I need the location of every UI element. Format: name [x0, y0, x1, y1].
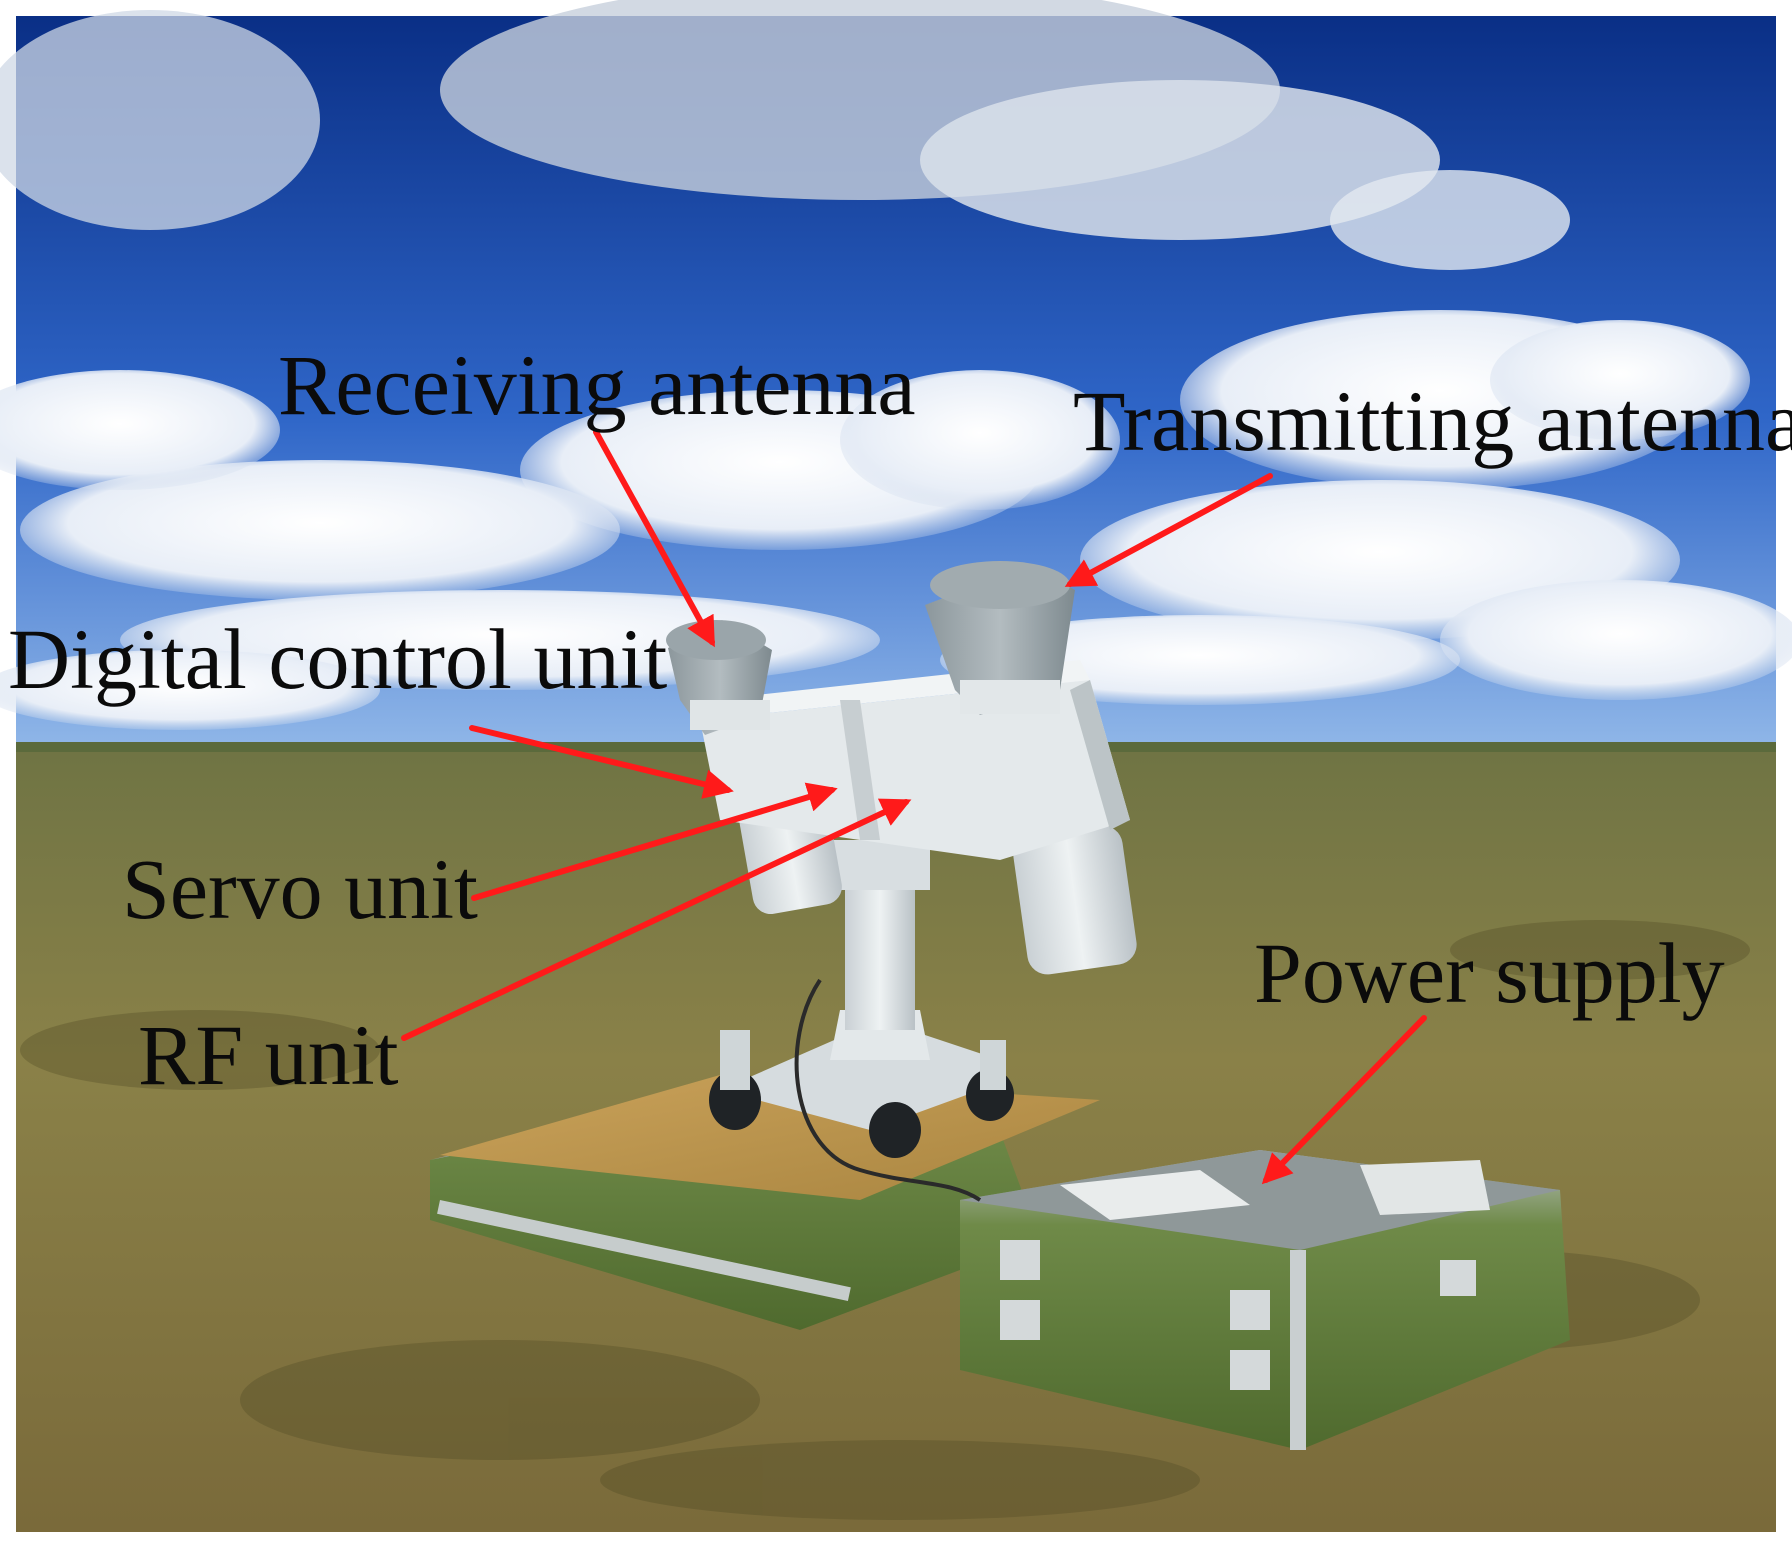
callout-arrows	[401, 429, 1427, 1185]
arrow-receiving-antenna	[593, 429, 715, 648]
arrow-rf-unit	[401, 798, 912, 1041]
label-receiving-antenna: Receiving antenna	[278, 337, 916, 433]
arrow-power-supply	[1261, 1015, 1427, 1185]
instrument-base	[709, 840, 1014, 1158]
power-supply-case	[960, 1150, 1570, 1450]
label-rf-unit: RF unit	[138, 1007, 399, 1103]
label-servo-unit: Servo unit	[122, 841, 478, 937]
radar-instrument	[666, 561, 1137, 975]
arrow-digital-control-unit	[469, 725, 734, 799]
arrow-servo-unit	[471, 782, 838, 901]
label-power-supply: Power supply	[1254, 925, 1725, 1021]
label-transmitting-antenna: Transmitting antenna	[1073, 373, 1792, 469]
arrow-transmitting-antenna	[1064, 473, 1273, 587]
cable	[794, 978, 982, 1202]
label-digital-control-unit: Digital control unit	[8, 611, 668, 707]
